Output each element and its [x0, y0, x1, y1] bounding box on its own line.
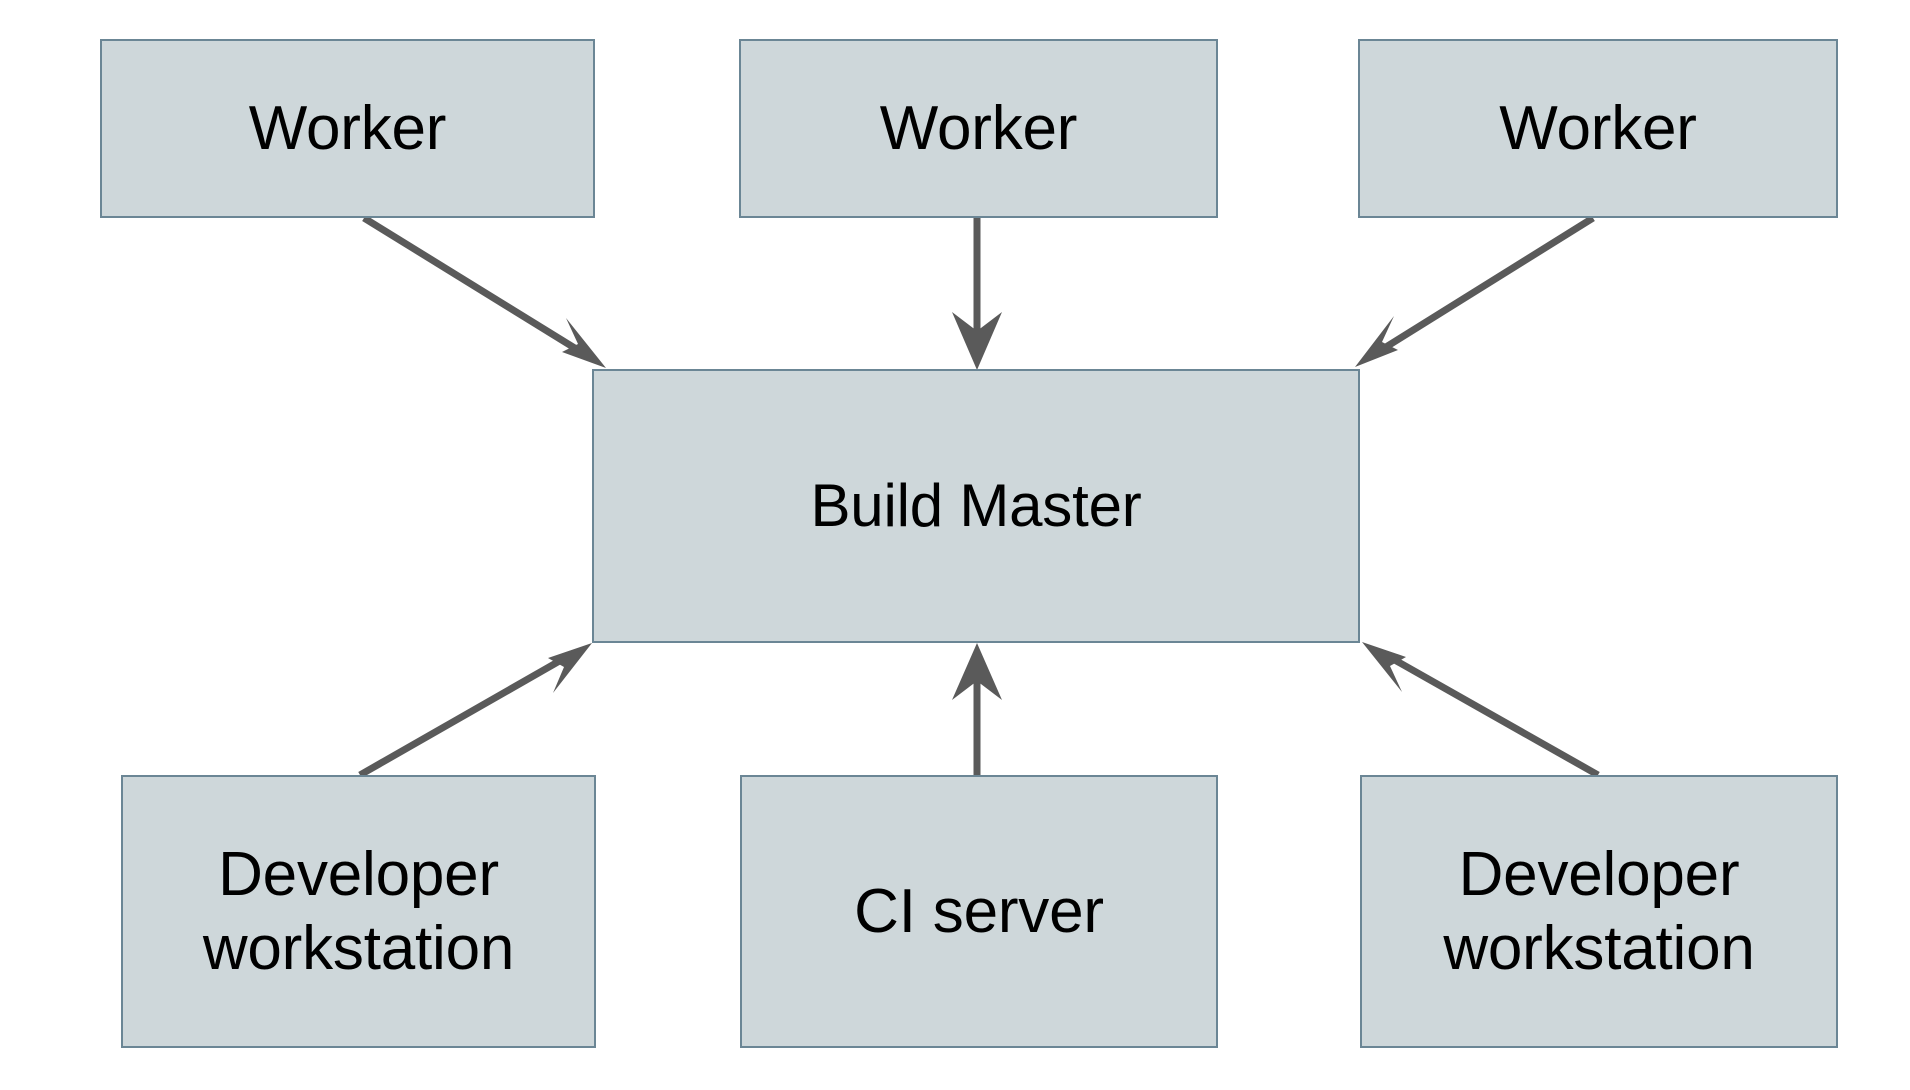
- node-worker-1[interactable]: Worker: [100, 39, 595, 218]
- node-build-master-label: Build Master: [810, 471, 1142, 539]
- edge-ci-server-to-build-master: [952, 643, 1002, 775]
- edge-worker-3-to-build-master: [1355, 215, 1595, 367]
- node-ci-server[interactable]: CI server: [740, 775, 1218, 1048]
- node-worker-2-label: Worker: [879, 93, 1078, 163]
- node-worker-3[interactable]: Worker: [1358, 39, 1838, 218]
- node-dev-workstation-right[interactable]: Developer workstation: [1360, 775, 1838, 1048]
- edge-worker-2-to-build-master: [952, 218, 1002, 370]
- edge-worker-1-to-build-master: [362, 215, 606, 368]
- node-build-master[interactable]: Build Master: [592, 369, 1360, 643]
- node-dev-workstation-right-label: Developer workstation: [1443, 840, 1755, 983]
- node-ci-server-label: CI server: [854, 876, 1104, 946]
- edge-dev-workstation-left-to-build-master: [358, 643, 592, 779]
- node-worker-2[interactable]: Worker: [739, 39, 1218, 218]
- node-worker-3-label: Worker: [1499, 93, 1697, 163]
- node-dev-workstation-left-label: Developer workstation: [202, 840, 515, 983]
- edge-dev-workstation-right-to-build-master: [1362, 642, 1600, 779]
- node-worker-1-label: Worker: [248, 93, 447, 163]
- node-dev-workstation-left[interactable]: Developer workstation: [121, 775, 596, 1048]
